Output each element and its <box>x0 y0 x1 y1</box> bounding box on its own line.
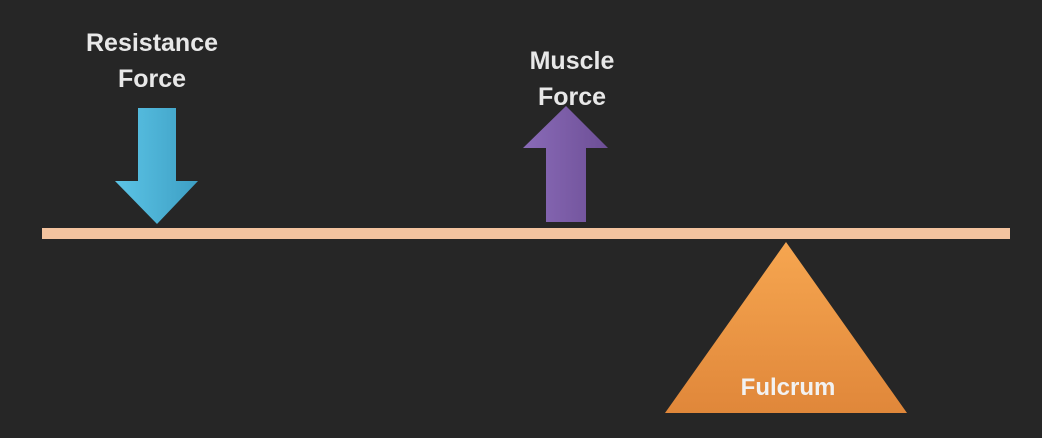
muscle-force-label-line1: Muscle <box>529 47 615 75</box>
fulcrum-label-text: Fulcrum <box>740 374 836 401</box>
fulcrum-triangle <box>665 242 907 413</box>
resistance-force-arrow <box>115 108 198 224</box>
muscle-force-label-line2: Force <box>537 83 607 111</box>
fulcrum-label: Fulcrum <box>708 370 868 406</box>
muscle-force-label: Muscle Force <box>482 43 662 115</box>
resistance-force-label: Resistance Force <box>62 25 242 97</box>
lever-bar <box>42 228 1010 239</box>
muscle-force-arrow <box>523 106 608 222</box>
resistance-force-label-line1: Resistance <box>85 29 219 57</box>
resistance-force-label-line2: Force <box>117 65 187 93</box>
